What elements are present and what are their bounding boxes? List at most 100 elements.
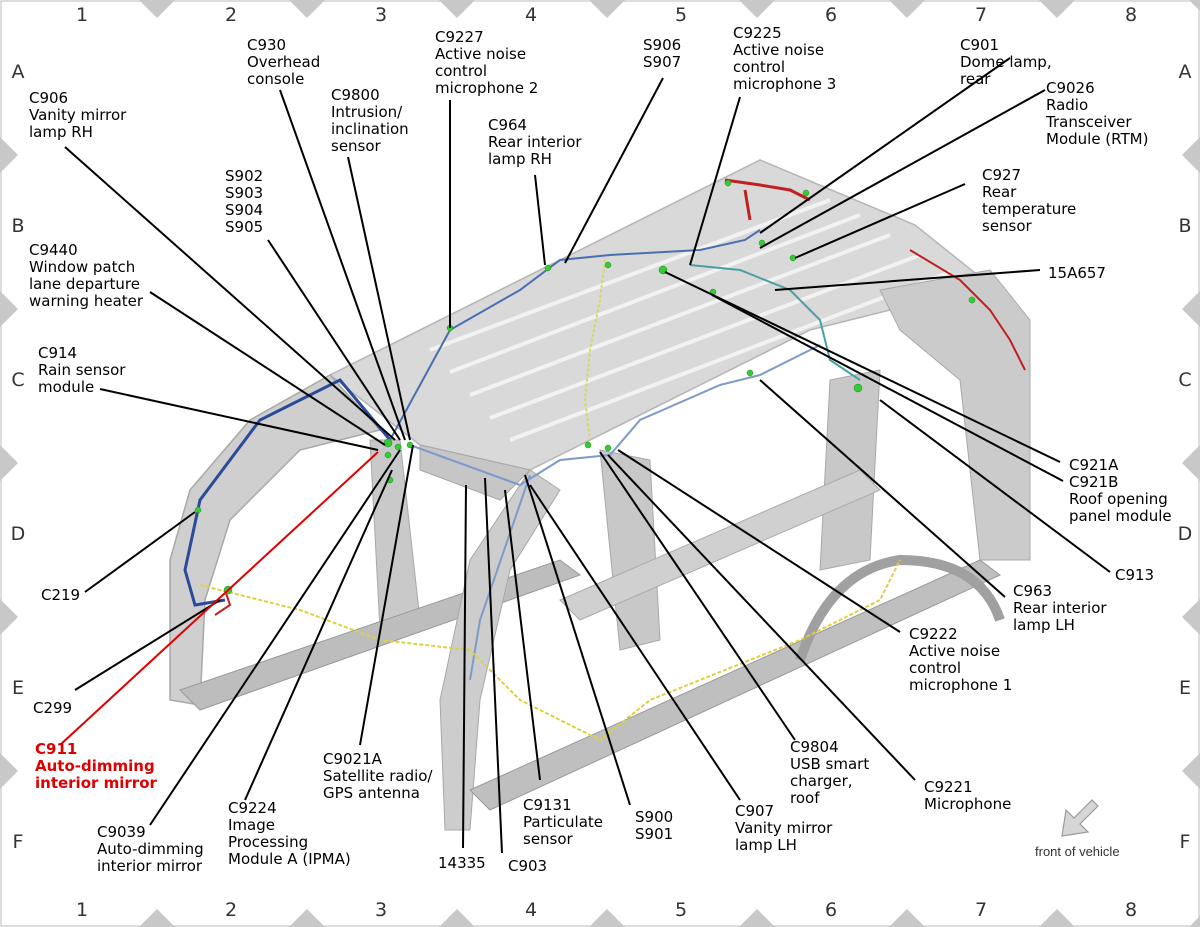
grid-row-left: A [12,61,25,83]
grid-border-diamond [0,445,18,481]
grid-col-bottom: 3 [375,899,387,921]
label-c299: C299 [33,699,72,717]
harness-red-mirror [214,589,232,616]
grid-border-diamond [589,0,625,18]
grid-border-diamond [0,753,18,789]
grid-border-diamond [589,909,625,927]
harness-red-right [909,249,1026,371]
grid-border-diamond [0,291,18,327]
grid-col-top: 7 [975,4,987,26]
grid-row-left: B [11,215,24,237]
grid-border-diamond [1182,137,1200,173]
floor-rail [559,469,881,621]
grid-col-bottom: 7 [975,899,987,921]
c-pillar-right [819,369,881,571]
direction-arrow-icon [1061,799,1099,837]
label-c913: C913 [1115,566,1154,584]
grid-border-diamond [1039,909,1075,927]
grid-border-diamond [1182,445,1200,481]
grid-border-diamond [889,909,925,927]
grid-row-right: C [1178,369,1191,391]
grid-border-diamond [1182,753,1200,789]
a-pillar-right [439,469,561,831]
grid-border-diamond [1182,599,1200,635]
grid-border-diamond [1039,0,1075,18]
b-pillar-right [599,449,661,651]
grid-row-labels: A B C D E F A B C D E F [11,61,1193,853]
grid-row-left: D [11,523,26,545]
grid-row-right: B [1178,215,1191,237]
grid-col-top: 5 [675,4,687,26]
wiring-harnesses [183,178,1026,742]
d-pillar-right [879,269,1031,561]
grid-border-diamond [139,0,175,18]
grid-border-diamond [0,599,18,635]
vehicle-body-illustration [169,159,1031,831]
front-of-vehicle-caption: front of vehicle [1035,844,1120,859]
grid-border-diamond [0,137,18,173]
harness-blue-left [183,378,392,607]
grid-border-diamond [1182,291,1200,327]
grid-border-diamond [289,909,325,927]
label-14335: 14335 [438,854,486,872]
grid-border-diamond [1189,916,1200,927]
grid-row-right: A [1179,61,1192,83]
grid-col-bottom: 2 [225,899,237,921]
grid-border-diamond [439,0,475,18]
grid-column-labels: 1 2 3 4 5 6 7 8 1 2 3 4 5 6 7 8 [76,4,1137,921]
grid-col-top: 8 [1125,4,1137,26]
harness-red-rear [724,178,811,221]
grid-border-diamond [889,0,925,18]
front-of-vehicle-indicator: front of vehicle [1035,799,1120,859]
harness-yellow [199,559,901,742]
grid-col-top: 4 [525,4,537,26]
grid-row-left: C [11,369,24,391]
grid-border-diamond [739,0,775,18]
grid-col-bottom: 8 [1125,899,1137,921]
grid-col-top: 2 [225,4,237,26]
grid-border-diamond [289,0,325,18]
grid-row-right: D [1178,523,1193,545]
grid-border-diamond [139,909,175,927]
grid-col-top: 1 [76,4,88,26]
grid-col-bottom: 5 [675,899,687,921]
label-c903: C903 [508,857,547,875]
grid-col-bottom: 6 [825,899,837,921]
harness-teal [689,264,861,381]
roof-ribs [429,198,951,442]
grid-border-diamond [439,909,475,927]
b-pillar-left [369,439,421,631]
grid-row-left: E [12,677,24,699]
leader-lines [59,57,1111,854]
grid-border-diamond [1189,0,1200,11]
grid-row-left: F [13,831,24,853]
harness-yellow-roof [583,259,606,441]
grid-row-right: F [1180,831,1191,853]
label-15a657: 15A657 [1048,264,1106,282]
